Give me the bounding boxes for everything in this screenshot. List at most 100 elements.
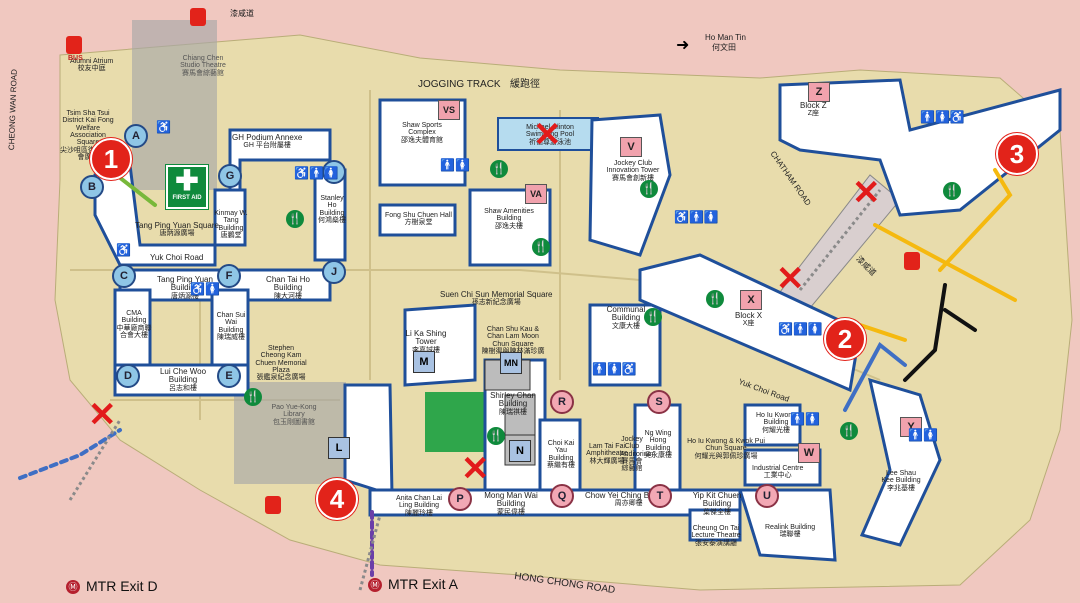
block-w-marker[interactable]: W bbox=[798, 443, 820, 463]
mtr-logo-icon: Ⓜ bbox=[66, 580, 80, 595]
bldg-communal bbox=[588, 303, 662, 387]
block-f-marker[interactable]: F bbox=[217, 264, 241, 288]
marker-1[interactable]: 1 bbox=[90, 138, 132, 180]
block-y-marker[interactable]: Y bbox=[900, 417, 922, 437]
toilet-icon: ♿🚺 bbox=[190, 282, 220, 296]
closed-x-icon: ✕ bbox=[533, 116, 562, 154]
restaurant-icon: 🍴 bbox=[644, 308, 662, 326]
block-t-marker[interactable]: T bbox=[648, 484, 672, 508]
block-v-marker[interactable]: V bbox=[620, 137, 642, 157]
block-a-marker[interactable]: A bbox=[124, 124, 148, 148]
closed-x-icon: ✕ bbox=[776, 260, 805, 298]
toilet-icon: 🚹🚺♿ bbox=[920, 110, 965, 124]
restaurant-icon: 🍴 bbox=[840, 422, 858, 440]
block-vs-marker[interactable]: VS bbox=[438, 100, 460, 120]
block-p-marker[interactable]: P bbox=[448, 487, 472, 511]
arrow-right-icon: ➜ bbox=[676, 37, 690, 54]
toilet-icon: ♿🚹🚺 bbox=[294, 166, 339, 180]
block-q-marker[interactable]: Q bbox=[550, 484, 574, 508]
restaurant-icon: 🍴 bbox=[532, 238, 550, 256]
marker-4[interactable]: 4 bbox=[316, 478, 358, 520]
bldg-shaw-sports bbox=[378, 98, 467, 187]
block-va-marker[interactable]: VA bbox=[525, 184, 547, 204]
label-tsim-sha-tsui: Tsim Sha Tsui District Kai Fong Welfare … bbox=[60, 110, 116, 162]
block-g-marker[interactable]: G bbox=[218, 164, 242, 188]
toilet-icon: ♿🚹🚺 bbox=[674, 210, 719, 224]
accessible-icon: ♿ bbox=[116, 243, 131, 257]
block-r-marker[interactable]: R bbox=[550, 390, 574, 414]
block-x-marker[interactable]: X bbox=[740, 290, 762, 310]
mtr-logo-icon: Ⓜ bbox=[368, 578, 382, 593]
route-blue-left bbox=[18, 428, 122, 480]
block-e-marker[interactable]: E bbox=[217, 364, 241, 388]
restaurant-icon: 🍴 bbox=[244, 388, 262, 406]
block-m-marker[interactable]: M bbox=[413, 351, 435, 373]
bldg-block-z bbox=[778, 78, 1062, 217]
yuk-choi-road: Yuk Choi Road bbox=[150, 253, 204, 262]
bus-stop-icon[interactable] bbox=[190, 8, 206, 26]
closed-x-icon: ✕ bbox=[88, 396, 117, 434]
road-label-chatham-top: 漆咸道 bbox=[230, 9, 254, 18]
toilet-icon: 🚹🚺♿ bbox=[592, 362, 637, 376]
jogging-track-zh: 緩跑徑 bbox=[510, 79, 540, 90]
block-b-marker[interactable]: B bbox=[80, 175, 104, 199]
block-z-marker[interactable]: Z bbox=[808, 82, 830, 102]
block-mn-marker[interactable]: MN bbox=[500, 352, 522, 374]
bus-label: BUS bbox=[68, 55, 83, 62]
grey-zone-top bbox=[132, 20, 217, 190]
bldg-block-x bbox=[638, 253, 862, 393]
closed-x-icon: ✕ bbox=[852, 174, 881, 212]
block-u-marker[interactable]: U bbox=[755, 484, 779, 508]
bus-stop-icon[interactable] bbox=[265, 496, 281, 514]
block-h-marker[interactable]: H bbox=[322, 160, 346, 184]
bldg-fong-shu-chuen bbox=[378, 203, 457, 237]
bus-stop-icon[interactable] bbox=[904, 252, 920, 270]
block-n-marker[interactable]: N bbox=[509, 440, 531, 462]
closed-x-icon: ✕ bbox=[461, 450, 490, 488]
block-l-marker[interactable]: L bbox=[328, 437, 350, 459]
block-j-marker[interactable]: J bbox=[322, 260, 346, 284]
block-d-marker[interactable]: D bbox=[116, 364, 140, 388]
label-li-ka-shing: Li Ka Shing Tower李嘉誠樓 bbox=[405, 329, 447, 354]
block-s-marker[interactable]: S bbox=[647, 390, 671, 414]
bus-stop-icon[interactable] bbox=[66, 36, 82, 54]
ho-man-tin-en: Ho Man Tin bbox=[705, 33, 746, 42]
toilet-icon: 🚹🚺 bbox=[790, 412, 820, 426]
jogging-track-en: JOGGING TRACK bbox=[418, 79, 501, 90]
first-aid-icon[interactable]: ✚ FIRST AID bbox=[166, 165, 208, 209]
ho-man-tin-zh: 何文田 bbox=[712, 43, 736, 52]
marker-2[interactable]: 2 bbox=[824, 318, 866, 360]
block-c-marker[interactable]: C bbox=[112, 264, 136, 288]
marker-3[interactable]: 3 bbox=[996, 133, 1038, 175]
route-yellow-3b bbox=[938, 168, 1013, 272]
